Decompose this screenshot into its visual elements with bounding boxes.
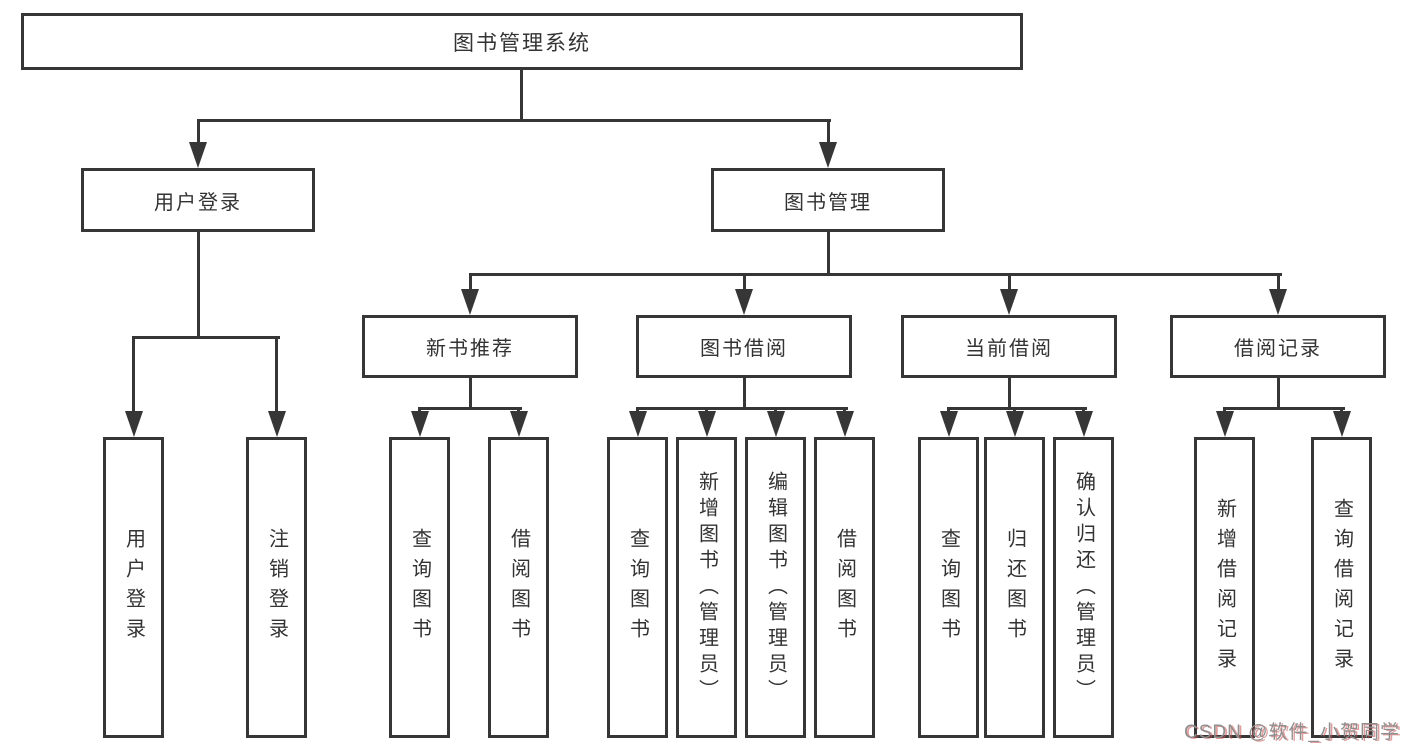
- connector-borrow-records-hbar: [1223, 407, 1345, 410]
- arrow-borrow-records: [1269, 289, 1287, 315]
- leaf-label: 新增借阅记录: [1213, 497, 1236, 678]
- node-current-borrowing: 当前借阅: [901, 315, 1117, 378]
- connector-borrow-records-stem: [1277, 378, 1280, 410]
- connector-drop-user-login: [197, 119, 200, 146]
- connector-new-book-hbar: [418, 407, 522, 410]
- arrow-leaf-query-book-2: [629, 411, 647, 437]
- node-label: 借阅记录: [1234, 338, 1322, 360]
- leaf-label: 借阅图书: [833, 527, 856, 648]
- connector-level1-hbar: [197, 119, 831, 122]
- leaf-query-book-2: 查询图书: [607, 437, 668, 738]
- leaf-confirm-return-admin: 确认归还（管理员）: [1053, 437, 1114, 738]
- leaf-add-book-admin: 新增图书（管理员）: [676, 437, 737, 738]
- arrow-leaf-borrow-book-1: [510, 411, 528, 437]
- arrow-leaf-logout: [268, 411, 286, 437]
- connector-book-borrow-hbar: [636, 407, 848, 410]
- connector-new-book-stem: [469, 378, 472, 410]
- connector-drop-leaf-login: [132, 336, 135, 414]
- arrow-current-borrow: [1000, 289, 1018, 315]
- arrow-leaf-confirm-return: [1075, 411, 1093, 437]
- leaf-edit-book-admin: 编辑图书（管理员）: [745, 437, 806, 738]
- node-label: 当前借阅: [965, 338, 1053, 360]
- arrow-leaf-query-book-3: [940, 411, 958, 437]
- arrow-user-login: [189, 142, 207, 168]
- node-user-login: 用户登录: [81, 168, 315, 232]
- leaf-label: 确认归还（管理员）: [1072, 470, 1095, 705]
- node-borrowing-records: 借阅记录: [1170, 315, 1386, 378]
- connector-drop-book-borrow: [743, 273, 746, 292]
- leaf-label: 注销登录: [265, 527, 288, 648]
- connector-drop-leaf-logout: [275, 336, 278, 414]
- leaf-add-borrow-record: 新增借阅记录: [1194, 437, 1255, 738]
- node-label: 图书管理系统: [453, 31, 591, 55]
- leaf-label: 编辑图书（管理员）: [764, 470, 787, 705]
- node-label: 图书借阅: [700, 338, 788, 360]
- leaf-query-borrow-record: 查询借阅记录: [1311, 437, 1372, 738]
- arrow-leaf-return-book: [1006, 411, 1024, 437]
- arrow-leaf-query-record: [1333, 411, 1351, 437]
- connector-user-login-hbar: [132, 336, 280, 339]
- leaf-label: 借阅图书: [507, 527, 530, 648]
- arrow-leaf-add-record: [1216, 411, 1234, 437]
- leaf-user-login: 用户登录: [103, 437, 164, 738]
- arrow-new-book: [461, 289, 479, 315]
- leaf-label: 查询图书: [408, 527, 431, 648]
- leaf-label: 用户登录: [122, 527, 145, 648]
- node-root-library-system: 图书管理系统: [21, 13, 1023, 70]
- connector-book-borrow-stem: [743, 378, 746, 410]
- node-label: 图书管理: [784, 191, 872, 214]
- leaf-return-book: 归还图书: [984, 437, 1045, 738]
- connector-drop-book-mgmt: [827, 119, 830, 146]
- connector-book-mgmt-stem: [827, 232, 830, 276]
- connector-drop-new-book: [469, 273, 472, 292]
- arrow-leaf-login: [125, 411, 143, 437]
- leaf-label: 归还图书: [1003, 527, 1026, 648]
- arrow-leaf-edit-book: [767, 411, 785, 437]
- leaf-label: 新增图书（管理员）: [695, 470, 718, 705]
- connector-drop-current-borrow: [1008, 273, 1011, 292]
- leaf-query-book-1: 查询图书: [389, 437, 450, 738]
- leaf-borrow-book-2: 借阅图书: [814, 437, 875, 738]
- node-label: 用户登录: [154, 191, 242, 214]
- connector-user-login-stem: [197, 232, 200, 339]
- arrow-book-borrow: [735, 289, 753, 315]
- arrow-book-mgmt: [819, 142, 837, 168]
- connector-current-borrow-hbar: [947, 407, 1087, 410]
- csdn-watermark: CSDN @软件_小贺同学: [1184, 722, 1400, 743]
- leaf-label: 查询借阅记录: [1330, 497, 1353, 678]
- leaf-logout: 注销登录: [246, 437, 307, 738]
- connector-current-borrow-stem: [1008, 378, 1011, 410]
- arrow-leaf-add-book: [698, 411, 716, 437]
- node-label: 新书推荐: [426, 338, 514, 360]
- connector-root-stem: [520, 69, 523, 122]
- arrow-leaf-borrow-book-2: [836, 411, 854, 437]
- connector-level3-hbar: [469, 273, 1282, 276]
- node-new-book-recommend: 新书推荐: [362, 315, 578, 378]
- leaf-borrow-book-1: 借阅图书: [488, 437, 549, 738]
- leaf-query-book-3: 查询图书: [918, 437, 979, 738]
- connector-drop-borrow-records: [1277, 273, 1280, 292]
- arrow-leaf-query-book-1: [411, 411, 429, 437]
- node-book-management: 图书管理: [711, 168, 945, 232]
- leaf-label: 查询图书: [937, 527, 960, 648]
- leaf-label: 查询图书: [626, 527, 649, 648]
- node-book-borrowing: 图书借阅: [636, 315, 852, 378]
